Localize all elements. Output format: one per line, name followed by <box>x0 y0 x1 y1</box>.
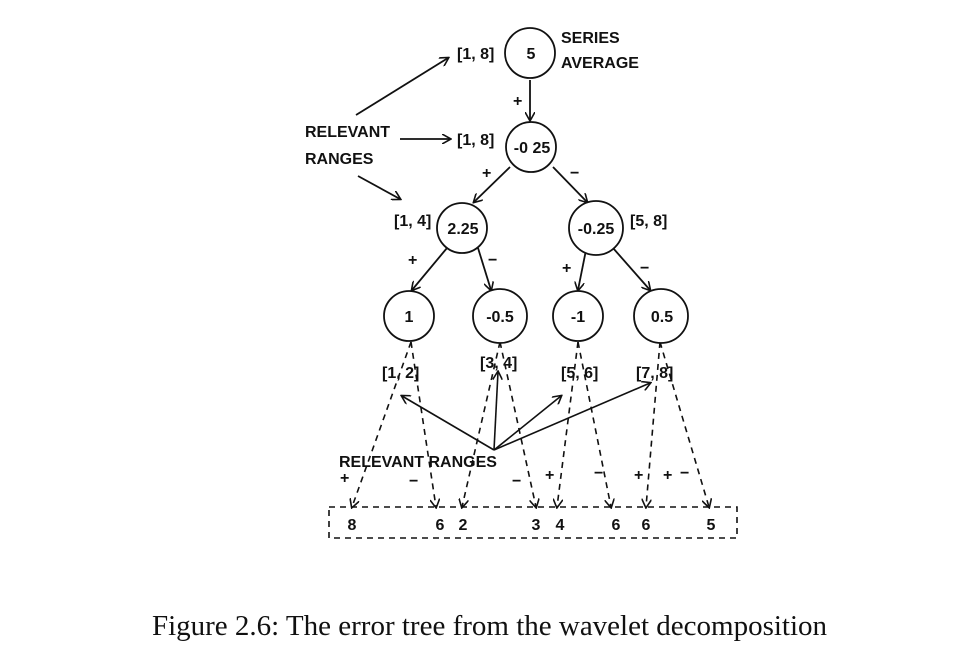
sign-level1-minus: − <box>570 165 579 182</box>
sign-dashed-3-minus: − <box>594 465 603 482</box>
node-root <box>504 27 556 79</box>
dashed-leaf3-plus <box>557 341 579 507</box>
data-value-3: 2 <box>459 517 468 534</box>
data-value-8: 5 <box>707 517 716 534</box>
sign-dashed-4-plus-b: + <box>663 467 672 484</box>
pointer-to-range-5-6 <box>493 396 561 451</box>
node-leaf-1 <box>383 290 435 342</box>
edge-level1-to-right <box>552 166 587 202</box>
pointer-to-root-range <box>355 58 448 116</box>
range-level1: [1, 8] <box>457 132 494 149</box>
node-leaf-2 <box>472 288 528 344</box>
pointer-to-left-range <box>357 175 400 199</box>
pointer-to-range-7-8 <box>493 383 650 451</box>
tree-nodes <box>383 27 689 344</box>
sign-root-plus: + <box>513 93 522 110</box>
sign-dashed-3-plus: + <box>545 467 554 484</box>
edge-right-to-leaf4 <box>612 247 650 290</box>
sign-dashed-1-plus: + <box>340 470 349 487</box>
data-value-6: 6 <box>612 517 621 534</box>
sign-dashed-4-minus: − <box>680 465 689 482</box>
edge-level1-to-left <box>474 166 511 202</box>
node-leaf-1-value: 1 <box>405 309 414 326</box>
node-right-value: -0.25 <box>578 221 615 238</box>
data-value-1: 8 <box>348 517 357 534</box>
relevant-ranges-bottom: RELEVANT RANGES <box>339 454 497 471</box>
sign-left-minus: − <box>488 252 497 269</box>
data-values-box <box>328 506 738 539</box>
sign-right-plus: + <box>562 260 571 277</box>
data-value-5: 4 <box>556 517 565 534</box>
range-leaf-1: [1, 2] <box>382 365 419 382</box>
sign-level1-plus: + <box>482 165 491 182</box>
node-level1 <box>505 121 557 173</box>
relevant-range-pointers-bottom <box>402 372 650 451</box>
relevant-ranges-top-line2: RANGES <box>305 151 374 168</box>
edge-right-to-leaf3 <box>578 249 587 290</box>
node-root-value: 5 <box>527 46 536 63</box>
edge-left-to-leaf2 <box>477 247 491 290</box>
range-left: [1, 4] <box>394 213 431 230</box>
data-value-2: 6 <box>436 517 445 534</box>
node-leaf-4 <box>633 288 689 344</box>
data-value-7: 6 <box>642 517 651 534</box>
edge-left-to-leaf1 <box>412 247 448 290</box>
node-leaf-2-value: -0.5 <box>486 309 514 326</box>
node-leaf-3-value: -1 <box>571 309 585 326</box>
series-average-label-line1: SERIES <box>561 30 620 47</box>
dashed-leaf4-minus <box>659 341 709 507</box>
dashed-leaf1-plus <box>352 341 412 507</box>
series-average-label-line2: AVERAGE <box>561 55 639 72</box>
range-right: [5, 8] <box>630 213 667 230</box>
sign-dashed-1-minus: − <box>409 473 418 490</box>
pointer-to-range-1-2 <box>402 396 495 451</box>
range-leaf-2: [3, 4] <box>480 355 517 372</box>
sign-dashed-2-minus: − <box>512 473 521 490</box>
range-root: [1, 8] <box>457 46 494 63</box>
node-right <box>568 200 624 256</box>
sign-left-plus: + <box>408 252 417 269</box>
sign-right-minus: − <box>640 260 649 277</box>
pointer-to-range-3-4 <box>494 372 498 451</box>
node-left-value: 2.25 <box>447 221 478 238</box>
node-level1-value: -0 25 <box>514 140 551 157</box>
range-leaf-3: [5, 6] <box>561 365 598 382</box>
figure-caption: Figure 2.6: The error tree from the wave… <box>151 610 828 642</box>
node-leaf-3 <box>552 290 604 342</box>
dashed-edges <box>352 341 709 507</box>
dashed-leaf1-minus <box>410 341 436 507</box>
tree-edges <box>412 80 650 290</box>
sign-dashed-4-plus-a: + <box>634 467 643 484</box>
relevant-ranges-top-line1: RELEVANT <box>305 124 390 141</box>
data-value-4: 3 <box>532 517 541 534</box>
node-left <box>436 202 488 254</box>
node-leaf-4-value: 0.5 <box>651 309 673 326</box>
range-leaf-4: [7, 8] <box>636 365 673 382</box>
dashed-leaf4-plus <box>646 341 661 507</box>
relevant-range-pointers-top <box>355 58 450 199</box>
